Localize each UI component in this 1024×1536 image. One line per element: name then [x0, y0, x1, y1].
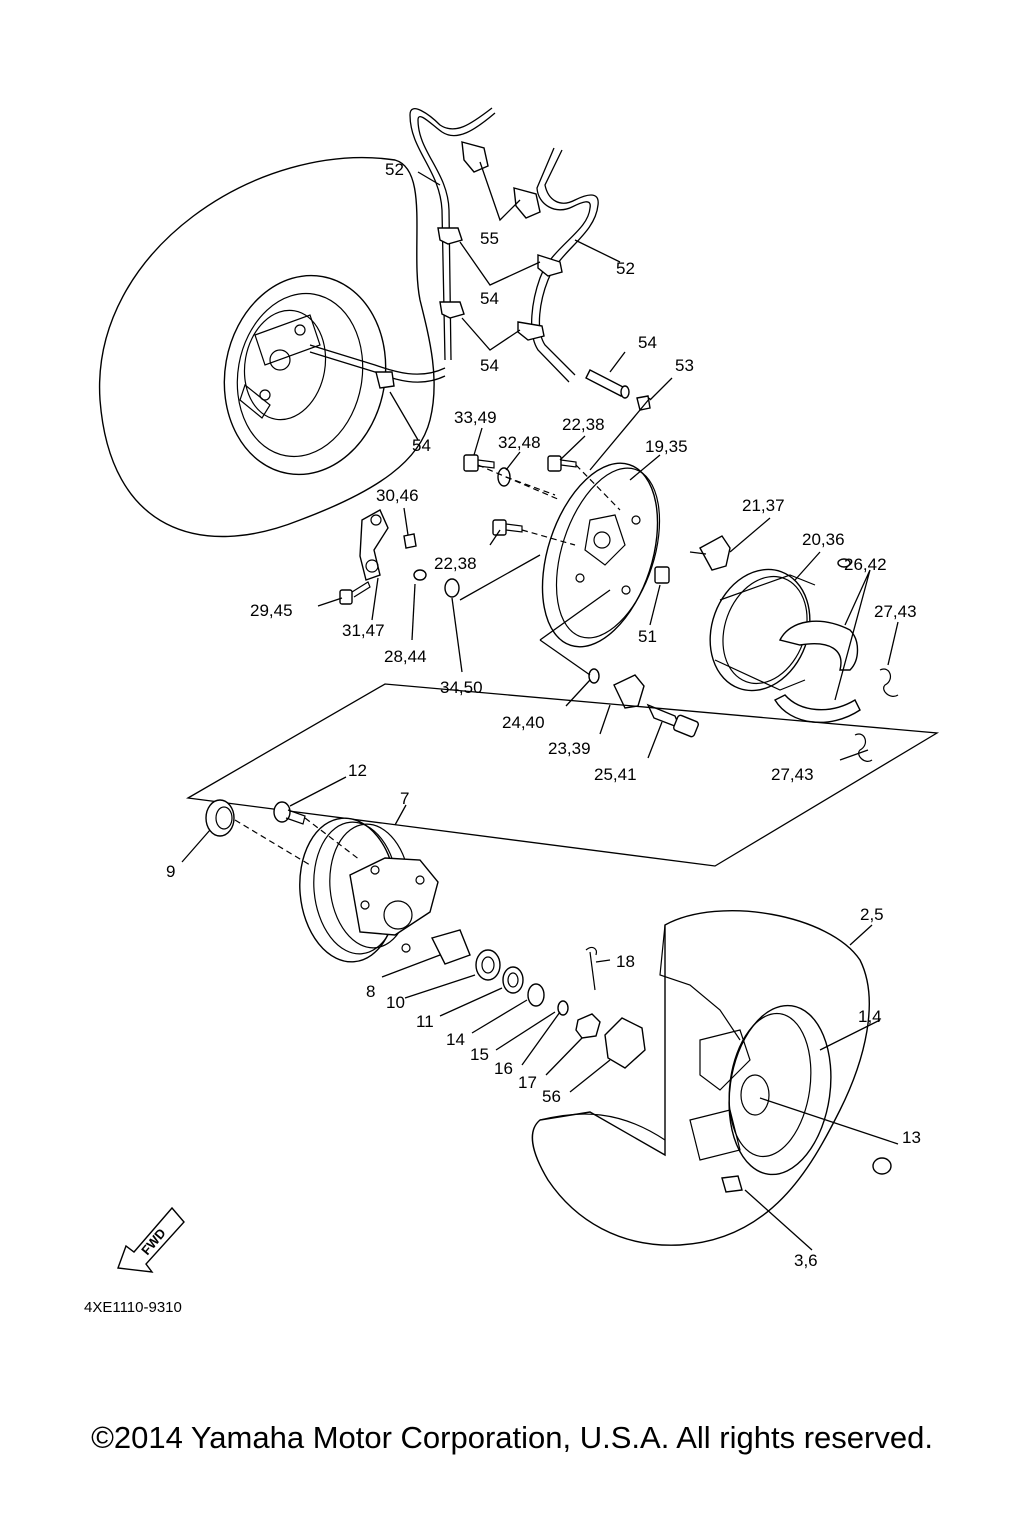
wheel-hub	[299, 817, 439, 963]
part-label-52: 52	[385, 160, 404, 179]
brake-arm	[339, 509, 460, 605]
part-label-11: 11	[416, 1012, 434, 1031]
part-label-1-4: 1,4	[858, 1007, 882, 1026]
rear-tire-assembly	[98, 156, 435, 538]
part-label-2-5: 2,5	[860, 905, 884, 924]
part-label-12: 12	[348, 761, 367, 780]
part-label-26-42: 26,42	[844, 555, 887, 574]
leader-lines	[181, 161, 899, 1251]
part-label-21-37: 21,37	[742, 496, 785, 515]
brake-hardware	[463, 454, 851, 584]
part-label-29-45: 29,45	[250, 601, 293, 620]
part-label-22-38: 22,38	[434, 554, 477, 573]
reference-lines-upper	[186, 397, 940, 867]
part-label-30-46: 30,46	[376, 486, 419, 505]
part-label-54: 54	[480, 289, 499, 308]
part-label-19-35: 19,35	[645, 437, 688, 456]
part-label-8: 8	[366, 982, 375, 1001]
part-label-25-41: 25,41	[594, 765, 637, 784]
part-label-33-49: 33,49	[454, 408, 497, 427]
part-label-20-36: 20,36	[802, 530, 845, 549]
part-label-54: 54	[638, 333, 657, 352]
diagram-code: 4XE1110-9310	[84, 1299, 182, 1316]
part-label-53: 53	[675, 356, 694, 375]
part-label-28-44: 28,44	[384, 647, 427, 666]
part-label-34-50: 34,50	[440, 678, 483, 697]
part-label-52: 52	[616, 259, 635, 278]
cable-clips	[375, 141, 651, 411]
part-label-13: 13	[902, 1128, 921, 1147]
brake-camshaft	[588, 668, 699, 738]
front-tire-assembly	[531, 910, 892, 1246]
part-label-31-47: 31,47	[342, 621, 385, 640]
part-label-54: 54	[480, 356, 499, 375]
copyright-notice: ©2014 Yamaha Motor Corporation, U.S.A. A…	[91, 1420, 933, 1455]
part-label-7: 7	[400, 789, 409, 808]
part-label-15: 15	[470, 1045, 489, 1064]
part-label-27-43: 27,43	[771, 765, 814, 784]
part-label-3-6: 3,6	[794, 1251, 818, 1270]
part-label-18: 18	[616, 952, 635, 971]
part-label-14: 14	[446, 1030, 465, 1049]
part-label-23-39: 23,39	[548, 739, 591, 758]
part-label-54: 54	[412, 436, 431, 455]
part-label-56: 56	[542, 1087, 561, 1106]
part-label-17: 17	[518, 1073, 537, 1092]
hub-small-parts	[205, 799, 646, 1069]
part-label-55: 55	[480, 229, 499, 248]
part-label-16: 16	[494, 1059, 513, 1078]
brake-drum	[709, 568, 816, 692]
part-labels: 52 55 52 54 54 54 53 54 33,49 32,48 22,3…	[166, 160, 921, 1270]
brake-shoes	[774, 620, 899, 762]
brake-cables	[309, 107, 630, 399]
part-label-10: 10	[386, 993, 405, 1012]
part-label-24-40: 24,40	[502, 713, 545, 732]
part-label-22-38: 22,38	[562, 415, 605, 434]
fwd-arrow-icon: FWD	[117, 1206, 185, 1273]
brake-plate-assembly	[541, 462, 661, 648]
part-label-51: 51	[638, 627, 657, 646]
part-label-9: 9	[166, 862, 175, 881]
part-label-27-43: 27,43	[874, 602, 917, 621]
part-label-32-48: 32,48	[498, 433, 541, 452]
